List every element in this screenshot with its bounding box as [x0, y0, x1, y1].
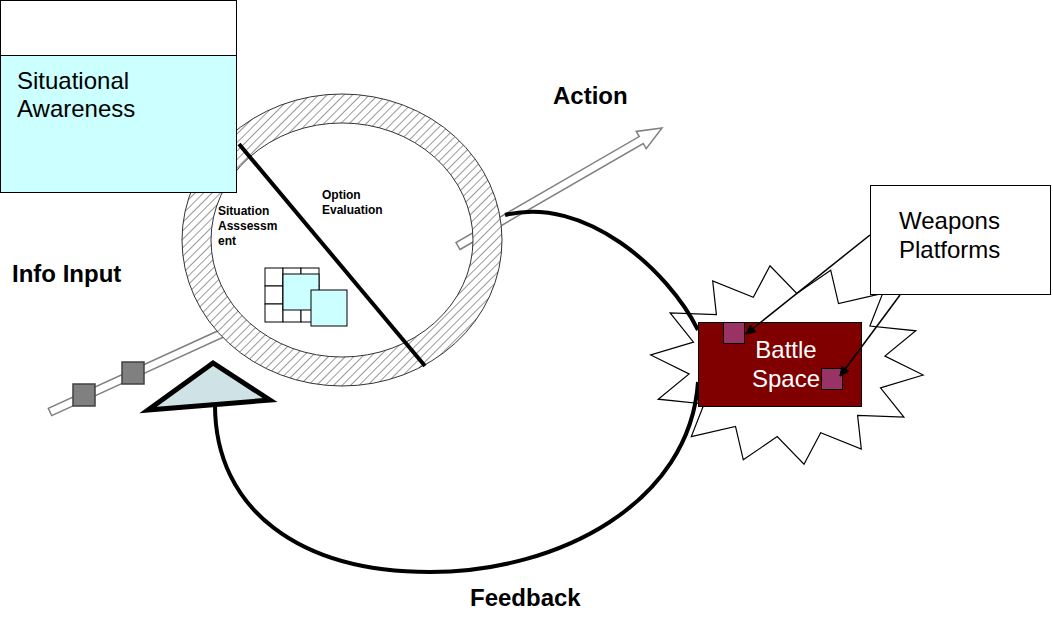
arrow-head — [746, 325, 756, 334]
node-text: Situational Awareness — [17, 67, 228, 123]
title-strip — [1, 1, 236, 56]
platform-square — [723, 322, 745, 344]
battle-starburst — [651, 266, 924, 464]
feedback-arrowhead — [148, 363, 270, 410]
info-packet — [73, 384, 95, 406]
callout-box: Weapons Platforms — [870, 185, 1051, 295]
feedback-loop — [215, 382, 698, 572]
ring-text: Situation Asssessment — [218, 204, 282, 249]
divider-line — [239, 144, 425, 366]
grid-cell — [265, 304, 283, 322]
leader-arrow — [746, 235, 870, 334]
grid-cell — [265, 268, 283, 286]
arrow-head — [840, 366, 849, 376]
feedback-loop — [505, 212, 698, 330]
ring-text: Option Evaluation — [322, 188, 406, 218]
info-packet — [122, 362, 144, 384]
battle-space-box: Battle Space — [698, 322, 862, 407]
leader-arrow — [840, 295, 900, 376]
awareness-box: Situational Awareness — [0, 0, 237, 193]
diagram-label: Info Input — [12, 258, 122, 289]
platform-square — [821, 368, 843, 390]
grid-cell — [265, 286, 283, 304]
diagram-label: Action — [553, 80, 693, 111]
document-icon — [311, 290, 347, 326]
edge-label: Feedback — [470, 583, 630, 612]
hatched-ring — [182, 94, 502, 386]
battle-starburst — [651, 266, 924, 464]
node-text: Weapons Platforms — [899, 206, 1040, 264]
